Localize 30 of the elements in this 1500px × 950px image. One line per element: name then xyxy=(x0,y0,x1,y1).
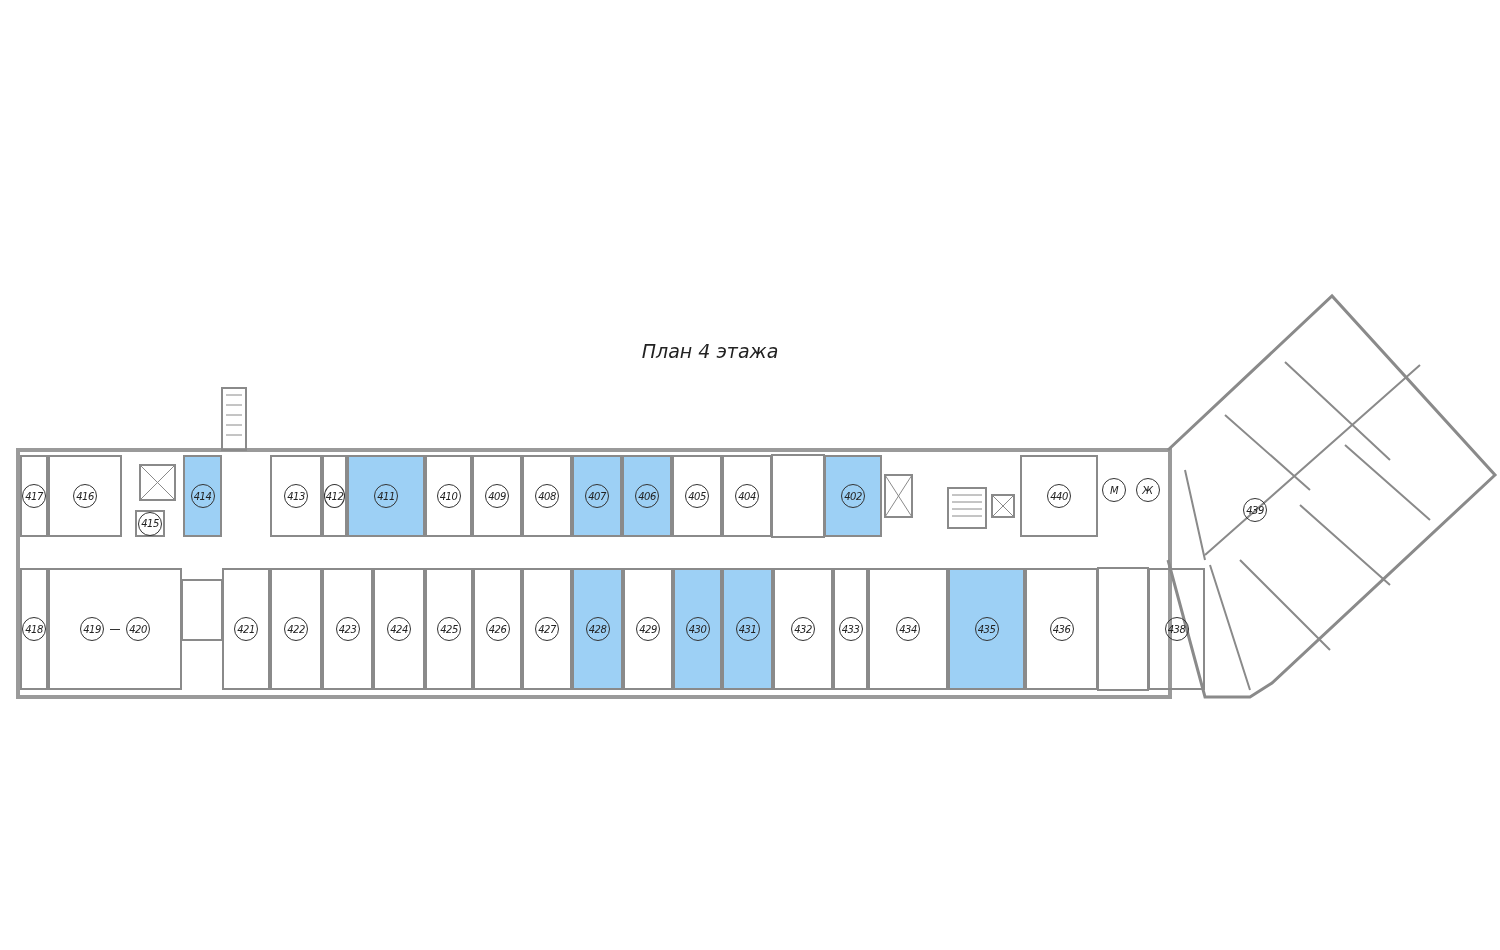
office-room xyxy=(572,568,623,690)
office-room xyxy=(48,568,182,690)
office-room xyxy=(1148,568,1205,690)
office-room xyxy=(672,455,722,537)
office-room xyxy=(20,568,48,690)
office-room xyxy=(472,455,522,537)
office-room xyxy=(48,455,122,537)
office-room xyxy=(833,568,868,690)
office-room xyxy=(824,455,882,537)
office-room xyxy=(222,568,270,690)
office-room xyxy=(373,568,425,690)
office-room xyxy=(425,455,472,537)
office-room xyxy=(722,455,772,537)
office-room xyxy=(622,455,672,537)
office-room xyxy=(20,455,48,537)
office-room xyxy=(347,455,425,537)
office-room xyxy=(270,455,322,537)
office-room xyxy=(322,568,373,690)
office-room xyxy=(1025,568,1098,690)
office-room xyxy=(722,568,773,690)
office-room xyxy=(1020,455,1098,537)
office-room xyxy=(948,568,1025,690)
office-room xyxy=(425,568,473,690)
office-room xyxy=(183,455,222,537)
office-room xyxy=(270,568,322,690)
office-room xyxy=(673,568,722,690)
office-room xyxy=(572,455,622,537)
office-room xyxy=(473,568,522,690)
plan-title: План 4 этажа xyxy=(640,340,780,362)
office-room xyxy=(773,568,833,690)
